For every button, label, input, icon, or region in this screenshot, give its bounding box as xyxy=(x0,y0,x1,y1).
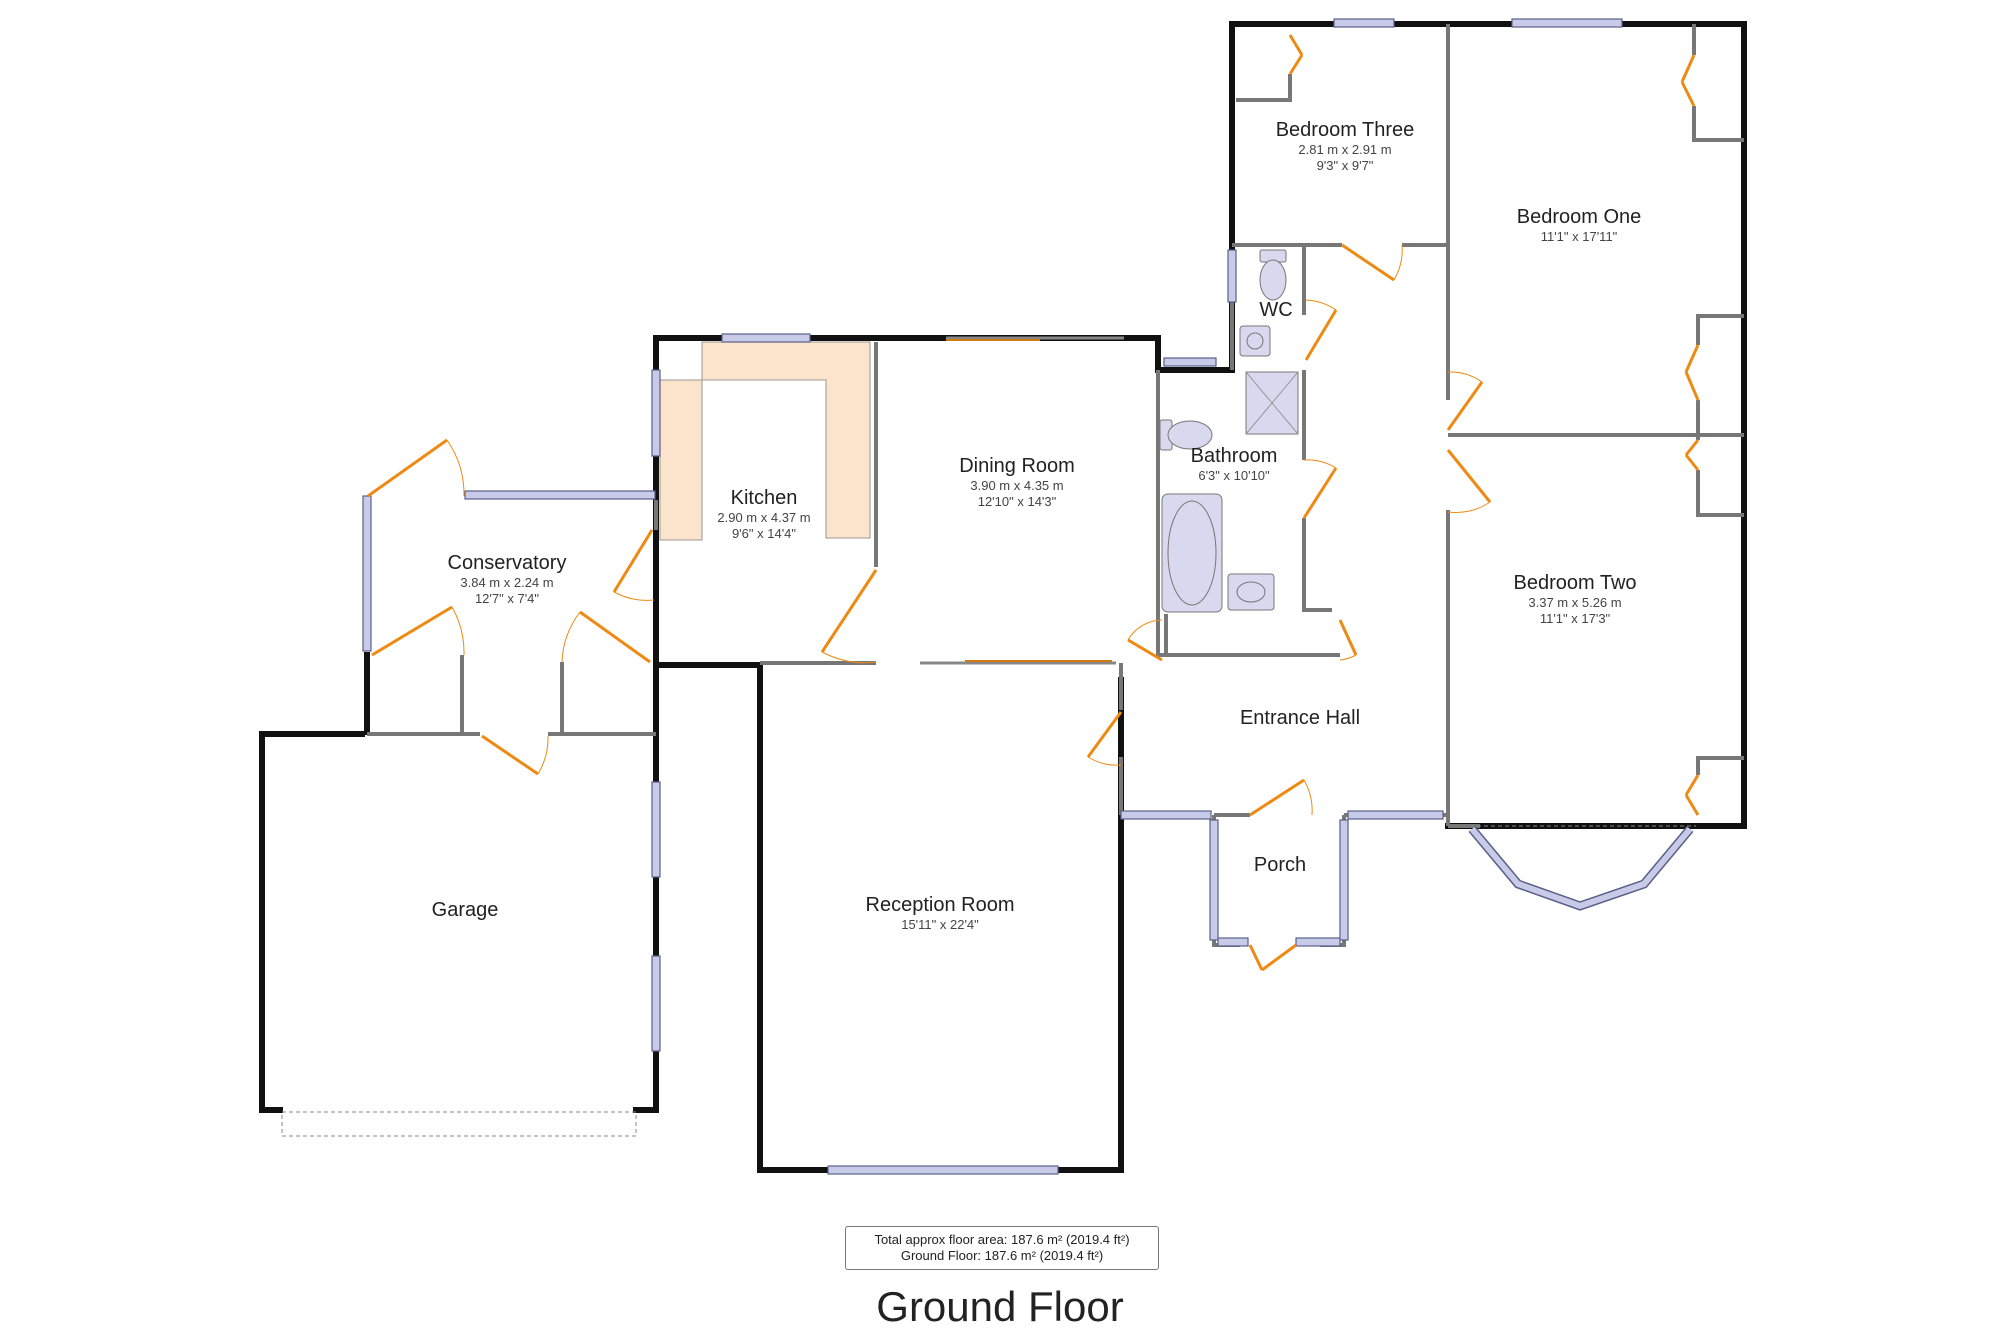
room-name: Bedroom Three xyxy=(1275,119,1415,141)
room-name: Garage xyxy=(431,899,499,921)
room-dimensions-imperial: 9'3" x 9'7" xyxy=(1316,158,1374,173)
sanitary-fixtures xyxy=(1159,249,1299,613)
room-name: Dining Room xyxy=(959,455,1075,477)
room-dimensions-imperial: 6'3" x 10'10" xyxy=(1198,468,1270,483)
room-conservatory: Conservatory 3.84 m x 2.24 m 12'7" x 7'4… xyxy=(448,551,567,607)
ground-floor-area: Ground Floor: 187.6 m² (2019.4 ft²) xyxy=(900,1248,1104,1263)
room-dimensions-metric: 3.37 m x 5.26 m xyxy=(1528,595,1622,610)
room-name: WC xyxy=(1259,299,1293,321)
room-dimensions-imperial: 12'7" x 7'4" xyxy=(474,591,540,606)
total-floor-area: Total approx floor area: 187.6 m² (2019.… xyxy=(874,1232,1130,1247)
room-name: Kitchen xyxy=(730,487,798,509)
room-dimensions-metric: 3.84 m x 2.24 m xyxy=(460,575,554,590)
room-name: Bathroom xyxy=(1190,445,1278,467)
room-garage: Garage xyxy=(432,898,499,922)
room-name: Entrance Hall xyxy=(1239,707,1361,729)
room-dimensions-imperial: 11'1" x 17'3" xyxy=(1539,611,1611,626)
room-porch: Porch xyxy=(1254,853,1306,877)
room-kitchen: Kitchen 2.90 m x 4.37 m 9'6" x 14'4" xyxy=(717,486,810,542)
room-bedroom-three: Bedroom Three 2.81 m x 2.91 m 9'3" x 9'7… xyxy=(1276,118,1415,174)
floor-area-summary: Total approx floor area: 187.6 m² (2019.… xyxy=(845,1226,1159,1270)
room-dimensions-metric: 3.90 m x 4.35 m xyxy=(970,478,1064,493)
room-reception-room: Reception Room 15'11" x 22'4" xyxy=(866,893,1015,933)
room-dimensions-imperial: 15'11" x 22'4" xyxy=(901,917,979,932)
room-bedroom-two: Bedroom Two 3.37 m x 5.26 m 11'1" x 17'3… xyxy=(1513,571,1636,627)
room-entrance-hall: Entrance Hall xyxy=(1240,706,1360,730)
room-name: Bedroom Two xyxy=(1513,572,1637,594)
room-name: Conservatory xyxy=(447,552,567,574)
room-dimensions-imperial: 9'6" x 14'4" xyxy=(731,526,797,541)
room-name: Bedroom One xyxy=(1516,206,1642,228)
room-bedroom-one: Bedroom One 11'1" x 17'11" xyxy=(1517,205,1642,245)
kitchen-counters xyxy=(659,341,871,541)
room-dimensions-imperial: 12'10" x 14'3" xyxy=(977,494,1057,509)
room-dimensions-metric: 2.81 m x 2.91 m xyxy=(1298,142,1392,157)
floor-title: Ground Floor xyxy=(876,1283,1124,1330)
room-name: Porch xyxy=(1253,854,1307,876)
room-name: Reception Room xyxy=(865,894,1015,916)
doors xyxy=(367,34,1700,972)
room-dimensions-metric: 2.90 m x 4.37 m xyxy=(717,510,811,525)
room-dining-room: Dining Room 3.90 m x 4.35 m 12'10" x 14'… xyxy=(959,454,1075,510)
room-dimensions-imperial: 11'1" x 17'11" xyxy=(1540,229,1618,244)
room-wc: WC xyxy=(1259,298,1292,322)
windows xyxy=(281,18,1696,1175)
room-bathroom: Bathroom 6'3" x 10'10" xyxy=(1191,444,1278,484)
